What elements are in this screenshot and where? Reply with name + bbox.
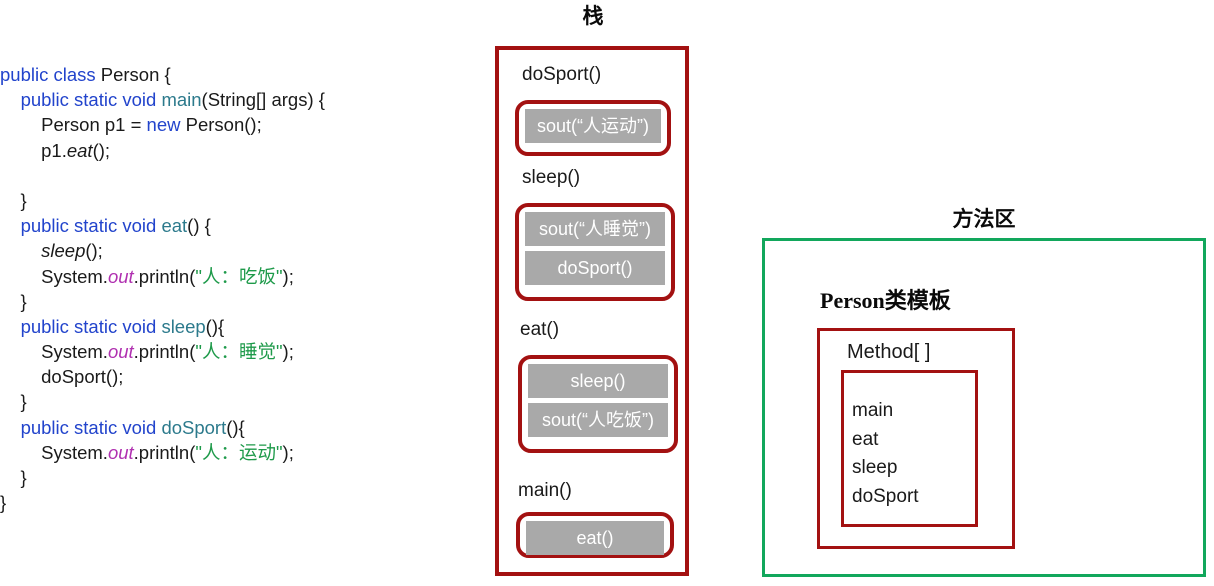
code-token: } [0, 290, 27, 312]
method-list-item: doSport [852, 485, 919, 507]
code-token: System. [0, 341, 108, 363]
code-token: main [161, 89, 202, 111]
code-token: } [0, 391, 27, 413]
stack-frame-label-eat: eat() [520, 319, 560, 340]
code-token: " [195, 341, 202, 363]
code-token [0, 215, 21, 236]
code-token: sleep [41, 240, 86, 262]
code-line: } [0, 289, 470, 314]
code-token: ); [282, 265, 294, 287]
stack-frame-main: eat() [516, 512, 674, 558]
code-token: out [107, 265, 134, 287]
code-token: doSport [161, 416, 227, 438]
code-line: p1.eat(); [0, 138, 470, 163]
code-token: p1. [0, 139, 67, 161]
code-token [0, 316, 21, 337]
method-list-item: sleep [852, 457, 898, 478]
code-token: (String[] args) { [201, 89, 325, 111]
code-token: eat [161, 215, 188, 237]
code-line: System.out.println("人：睡觉"); [0, 339, 470, 364]
code-token: " [275, 341, 283, 363]
code-token: (); [92, 139, 111, 161]
code-token: public class [0, 64, 101, 85]
code-token: } [0, 492, 7, 514]
code-token: out [107, 341, 134, 363]
code-token: doSport(); [0, 366, 124, 388]
code-token: public static void [20, 416, 162, 438]
code-line: System.out.println("人：运动"); [0, 440, 470, 465]
code-token: } [0, 189, 27, 211]
stack-frame-dosport: sout(“人运动”) [515, 100, 671, 156]
stack-frame-label-main: main() [518, 480, 572, 501]
code-token: public static void [20, 215, 162, 237]
code-line: Person p1 = new Person(); [0, 112, 470, 137]
method-array-box [841, 370, 978, 527]
code-token [0, 417, 21, 438]
code-token: 人：吃饭 [201, 265, 276, 287]
code-token: public static void [20, 89, 162, 111]
code-token: Person(); [180, 114, 262, 136]
code-line: public static void sleep(){ [0, 314, 470, 339]
code-token [0, 240, 41, 261]
stack-cell: sout(“人吃饭”) [528, 403, 668, 437]
code-line: public class Person { [0, 62, 470, 87]
code-token: ); [282, 441, 294, 463]
code-token: 人：睡觉 [201, 341, 276, 363]
code-line: doSport(); [0, 364, 470, 389]
code-token: System. [0, 265, 108, 287]
stack-frame-sleep: sout(“人睡觉”) doSport() [515, 203, 675, 301]
stack-frame-label-sleep: sleep() [522, 167, 581, 188]
code-token: System. [0, 441, 108, 463]
code-token: " [195, 441, 202, 463]
code-token: public static void [20, 315, 162, 337]
code-token: 人：运动 [201, 441, 276, 463]
code-token: } [0, 467, 27, 488]
method-area-title: 方法区 [952, 207, 1016, 231]
code-token: .println( [133, 265, 196, 287]
person-class-template-label: Person类模板 [820, 288, 951, 313]
stack-cell: sout(“人运动”) [525, 109, 661, 143]
code-token: () { [187, 215, 211, 237]
stack-cell: sleep() [528, 364, 668, 398]
code-line: } [0, 490, 470, 515]
method-list-item: main [852, 400, 894, 421]
code-token: (){ [226, 416, 245, 438]
code-token: out [107, 441, 134, 463]
code-line: public static void eat() { [0, 213, 470, 238]
code-line: } [0, 465, 470, 490]
code-token: " [275, 441, 283, 463]
code-token: " [195, 265, 202, 287]
code-line: } [0, 389, 470, 414]
java-source-code: public class Person { public static void… [0, 62, 470, 515]
method-list-item: eat [852, 428, 879, 450]
code-token: ); [282, 341, 294, 363]
code-line: public static void main(String[] args) { [0, 87, 470, 112]
code-token: sleep [161, 315, 206, 337]
stack-title: 栈 [582, 4, 604, 28]
code-token [0, 89, 21, 110]
code-line [0, 163, 470, 188]
stack-frame-eat: sleep() sout(“人吃饭”) [518, 355, 678, 453]
stack-cell: eat() [526, 521, 664, 555]
code-line: System.out.println("人：吃饭"); [0, 264, 470, 289]
code-token: (){ [205, 315, 225, 337]
method-name-list: main eat sleep doSport [852, 397, 919, 511]
code-token: Person { [100, 64, 171, 85]
code-token: Person p1 = [0, 114, 147, 136]
code-token: .println( [133, 341, 196, 363]
stack-frame-label-dosport: doSport() [522, 64, 602, 85]
method-array-label: Method[ ] [847, 341, 931, 363]
code-line: } [0, 188, 470, 213]
code-token: .println( [133, 441, 196, 463]
code-line: public static void doSport(){ [0, 415, 470, 440]
code-token: " [275, 265, 283, 287]
code-token: (); [85, 240, 103, 262]
code-line: sleep(); [0, 238, 470, 263]
code-token: eat [66, 139, 93, 161]
code-token: new [146, 114, 181, 136]
stack-cell: sout(“人睡觉”) [525, 212, 665, 246]
stack-cell: doSport() [525, 251, 665, 285]
